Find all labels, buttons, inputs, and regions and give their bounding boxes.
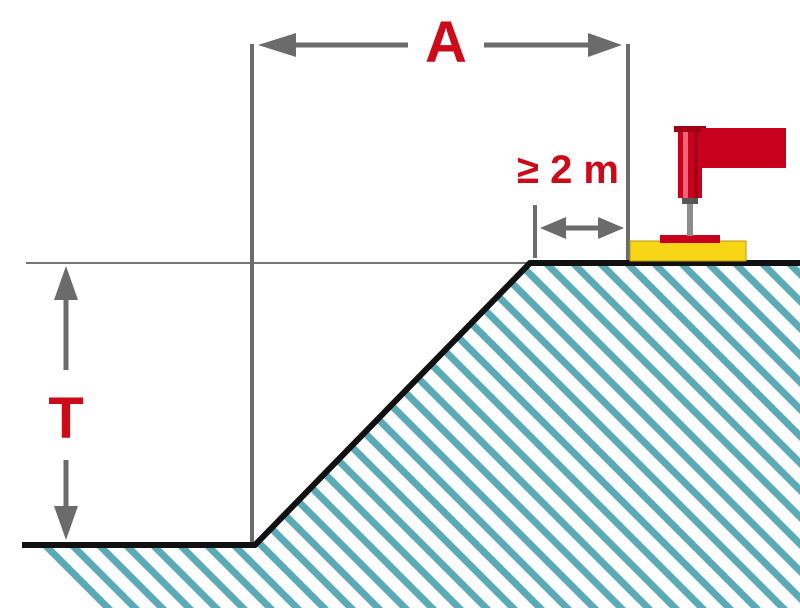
dimension-t-label: T <box>48 386 83 451</box>
crane-outrigger-icon <box>629 126 786 262</box>
dimension-a-arrows <box>258 33 622 57</box>
hatch-line <box>696 263 800 608</box>
hatch-line <box>561 263 800 608</box>
hatch-line <box>507 263 800 608</box>
hatch-line <box>480 263 800 608</box>
dimension-edge-arrow <box>540 217 624 239</box>
hatch-line <box>22 263 231 608</box>
hatch-line <box>642 263 800 608</box>
ground-profile-line <box>22 260 800 548</box>
dimension-edge-label: ≥ 2 m <box>517 148 619 192</box>
dimension-t-arrows <box>54 266 78 540</box>
hatch-line <box>723 263 800 608</box>
hatch-line <box>534 263 800 608</box>
hatch-line <box>22 263 204 608</box>
hatch-line <box>615 263 800 608</box>
hatch-line <box>588 263 800 608</box>
dimension-a-label: A <box>425 10 467 75</box>
hatch-line <box>22 263 150 608</box>
hatch-line <box>669 263 800 608</box>
hatch-line <box>22 263 123 608</box>
hatch-line <box>22 263 177 608</box>
